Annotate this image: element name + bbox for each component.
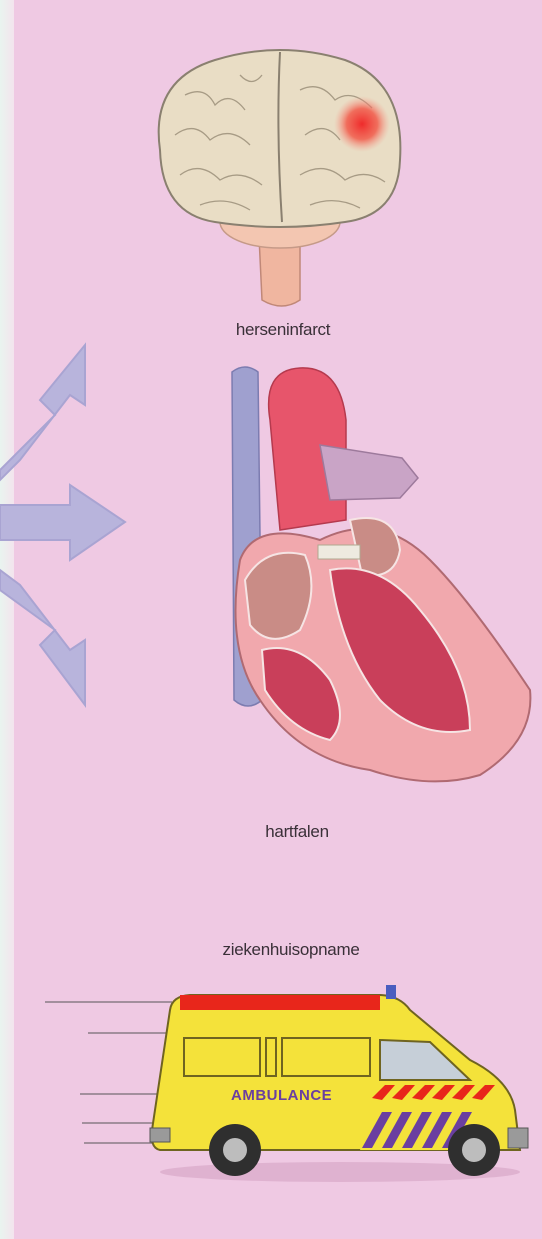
ambulance-label: AMBULANCE xyxy=(231,1087,332,1104)
